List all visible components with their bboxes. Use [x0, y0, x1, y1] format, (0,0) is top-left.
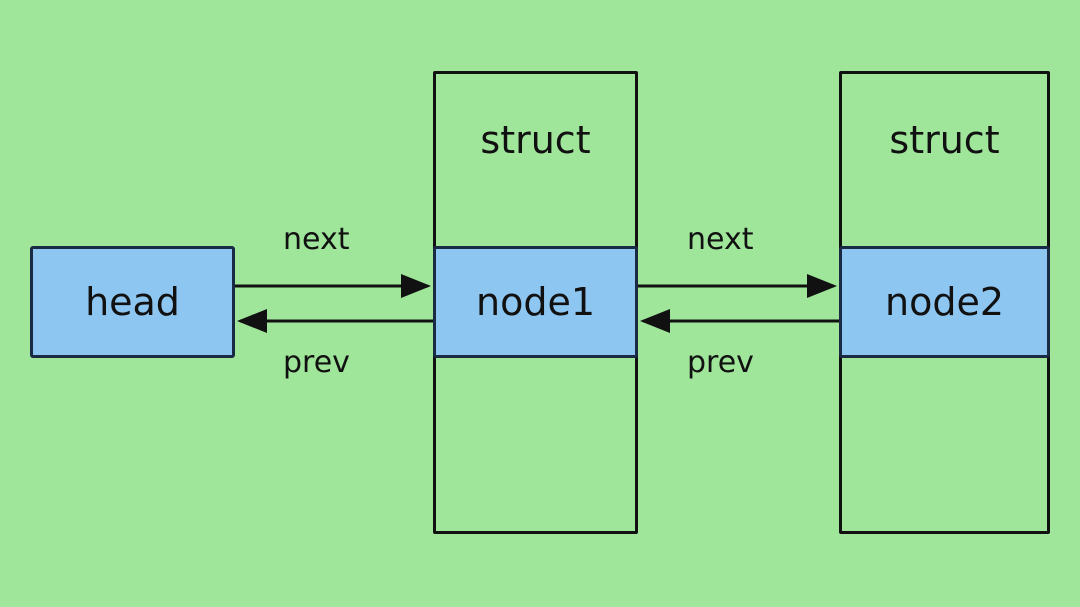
prev-label-2: prev [687, 345, 754, 380]
node2-box: node2 [839, 246, 1050, 358]
node1-label: node1 [475, 280, 595, 324]
head-label: head [85, 280, 180, 324]
head-box: head [30, 246, 235, 358]
node2-label: node2 [884, 280, 1004, 324]
next-label-1: next [283, 222, 350, 257]
prev-label-1: prev [283, 345, 350, 380]
struct-label-2: struct [889, 118, 1000, 162]
struct-label-1: struct [480, 118, 591, 162]
next-label-2: next [687, 222, 754, 257]
node1-box: node1 [433, 246, 638, 358]
